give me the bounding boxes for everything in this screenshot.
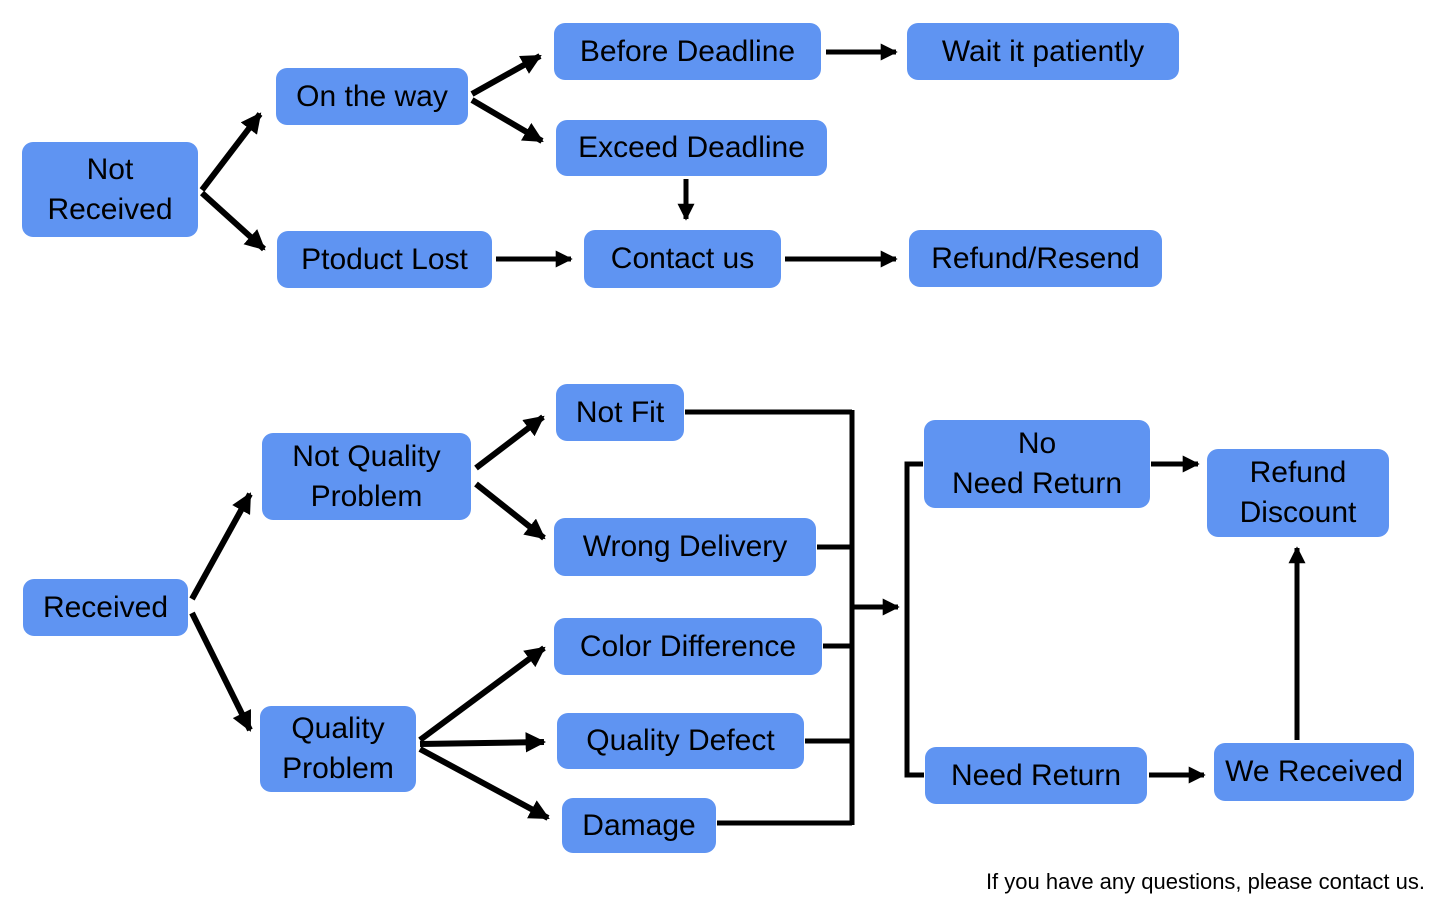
arrow-quality-problem-to-color-difference bbox=[418, 645, 546, 743]
node-contact-us: Contact us bbox=[584, 230, 781, 288]
footer-note: If you have any questions, please contac… bbox=[985, 869, 1425, 894]
node-ptoduct-lost: Ptoduct Lost bbox=[277, 231, 492, 288]
arrow-not-received-to-on-the-way bbox=[199, 112, 263, 192]
node-wait-it-patiently: Wait it patiently bbox=[907, 23, 1179, 80]
node-refund-resend: Refund/Resend bbox=[909, 230, 1162, 287]
node-not-received: Not Received bbox=[22, 142, 198, 237]
arrow-received-to-not-quality-problem bbox=[189, 492, 253, 601]
wire-branch-vertical bbox=[904, 461, 924, 778]
arrow-quality-problem-to-quality-defect bbox=[419, 732, 547, 753]
node-wrong-delivery: Wrong Delivery bbox=[554, 518, 816, 576]
arrow-not-received-to-ptoduct-lost bbox=[199, 190, 267, 252]
node-refund-discount: Refund Discount bbox=[1207, 449, 1389, 537]
arrow-not-quality-problem-to-not-fit bbox=[474, 414, 545, 471]
node-quality-defect: Quality Defect bbox=[557, 713, 804, 769]
node-not-quality-problem: Not Quality Problem bbox=[262, 433, 471, 520]
node-need-return: Need Return bbox=[925, 747, 1147, 804]
node-color-difference: Color Difference bbox=[554, 618, 822, 675]
node-received: Received bbox=[23, 579, 188, 636]
node-damage: Damage bbox=[562, 798, 716, 853]
node-not-fit: Not Fit bbox=[556, 384, 684, 441]
arrow-quality-problem-to-damage bbox=[418, 746, 550, 821]
arrow-received-to-quality-problem bbox=[189, 611, 253, 732]
node-we-received: We Received bbox=[1214, 743, 1414, 801]
node-before-deadline: Before Deadline bbox=[554, 23, 821, 80]
arrow-on-the-way-to-before-deadline bbox=[470, 53, 542, 97]
node-on-the-way: On the way bbox=[276, 68, 468, 125]
node-exceed-deadline: Exceed Deadline bbox=[556, 120, 827, 176]
arrow-on-the-way-to-exceed-deadline bbox=[470, 97, 544, 144]
node-quality-problem: Quality Problem bbox=[260, 706, 416, 792]
node-no-need-return: No Need Return bbox=[924, 420, 1150, 508]
arrow-not-quality-problem-to-wrong-delivery bbox=[474, 481, 546, 541]
